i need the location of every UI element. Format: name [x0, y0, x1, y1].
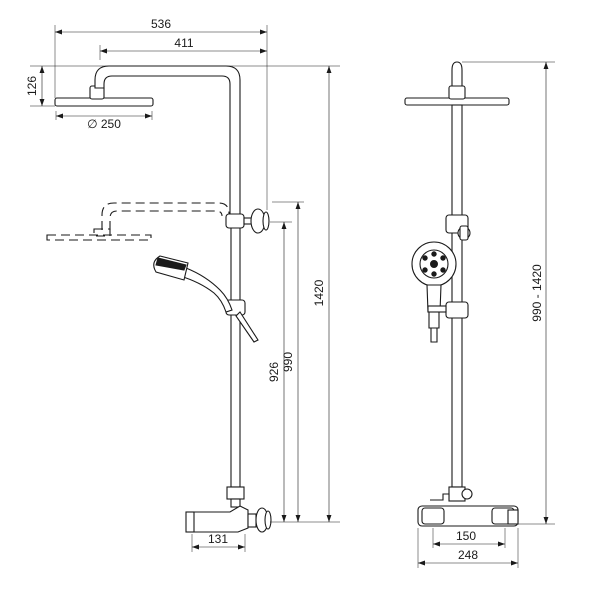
hand-shower [153, 255, 233, 313]
inlet-centers-label: 150 [456, 529, 476, 543]
side-extension-lines [417, 61, 555, 568]
side-dimension-lines [418, 62, 549, 566]
mixer-depth-label: 131 [208, 532, 228, 546]
dimension-lines [39, 29, 332, 550]
side-rain-head [404, 61, 510, 106]
shower-arm [94, 65, 241, 215]
bar-height-label: 990 [281, 352, 295, 372]
front-view: 536 411 126 ∅ 250 1420 990 926 131 [25, 17, 340, 552]
head-height-label: 126 [25, 76, 39, 96]
side-slider [427, 301, 469, 319]
side-riser [445, 104, 471, 488]
side-hand-shower [411, 241, 457, 343]
overall-width-label: 536 [151, 17, 171, 31]
total-height-label: 1420 [312, 279, 326, 306]
holder-height-label: 926 [267, 362, 281, 382]
mixer-width-label: 248 [458, 548, 478, 562]
slider-holder [225, 299, 259, 343]
head-diameter-label: ∅ 250 [87, 117, 121, 131]
side-height-range-label: 990 - 1420 [530, 264, 544, 322]
riser-rail [225, 208, 270, 488]
lowered-position-ghost [46, 202, 230, 241]
thermostatic-mixer [185, 486, 272, 533]
side-mixer [417, 486, 519, 527]
side-view: 990 - 1420 150 248 [404, 61, 555, 568]
rain-shower-head [54, 85, 154, 107]
arm-reach-label: 411 [174, 36, 193, 50]
